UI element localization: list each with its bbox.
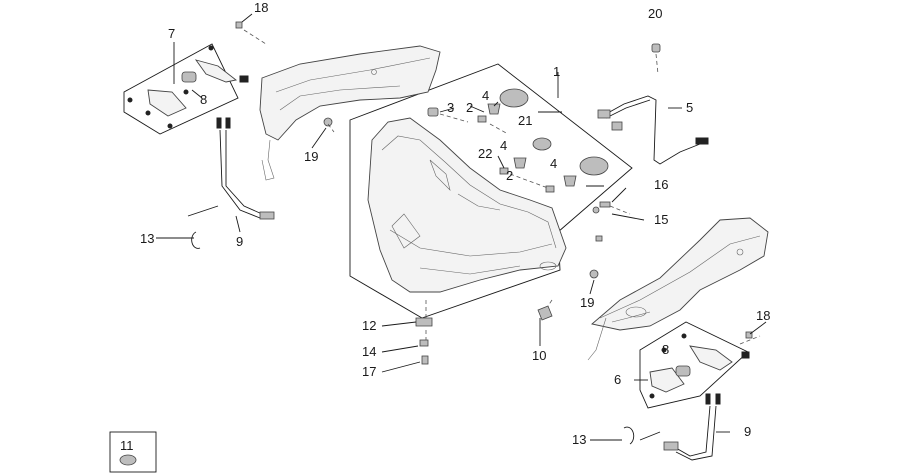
screw-dot-3 [145,110,151,116]
turn-signal-left-frame [123,43,239,135]
callout-15: 15 [654,212,668,227]
callout-11: 11 [120,438,134,453]
callout-4-a: 4 [482,88,489,103]
callout-14: 14 [362,344,376,359]
wiring-harness-right [663,393,721,461]
callout-3: 3 [447,100,454,115]
callout-6: 6 [614,372,621,387]
lower-right-fairing [587,217,769,361]
assembly-dashes [243,29,761,345]
screw-dot-1 [208,45,214,51]
callout-1: 1 [553,64,560,79]
callout-2-a: 2 [466,100,473,115]
callout-9-b: 9 [744,424,751,439]
turn-signal-left [147,59,249,117]
callout-4-c: 4 [550,156,557,171]
callout-8-b: 8 [662,342,669,357]
leader-lines [156,13,767,441]
screw-dot-4 [167,123,173,129]
screw-dot-8 [649,393,655,399]
part-11-icon [119,454,137,466]
part-11-box [109,431,157,473]
screw-dot-6 [661,347,667,353]
callout-18-b: 18 [756,308,770,323]
callout-2-b: 2 [506,168,513,183]
callout-16: 16 [654,177,668,192]
bulb-sockets [427,103,577,193]
callout-13-a: 13 [140,231,154,246]
turn-signal-right [649,345,750,393]
callout-18-a: 18 [254,0,268,15]
screw-dot-2 [127,97,133,103]
callout-8-a: 8 [200,92,207,107]
callout-20: 20 [648,6,662,21]
grommet-21 [499,88,609,176]
screw-dot-7 [681,333,687,339]
callout-4-b: 4 [500,138,507,153]
callout-10: 10 [532,348,546,363]
callout-12: 12 [362,318,376,333]
callout-17: 17 [362,364,376,379]
headlight-unit [367,117,567,293]
fasteners [235,21,753,365]
callout-9-a: 9 [236,234,243,249]
clip-13 [187,205,661,445]
callout-19-a: 19 [304,149,318,164]
callout-13-b: 13 [572,432,586,447]
upper-left-fairing [259,45,441,181]
turn-signal-right-frame [639,321,749,409]
wiring-harness-left [216,117,275,220]
callout-22: 22 [478,146,492,161]
screw-dot-5 [183,89,189,95]
callout-19-b: 19 [580,295,594,310]
callout-21: 21 [518,113,532,128]
callout-5: 5 [686,100,693,115]
callout-7: 7 [168,26,175,41]
wiring-harness-5 [597,95,709,165]
